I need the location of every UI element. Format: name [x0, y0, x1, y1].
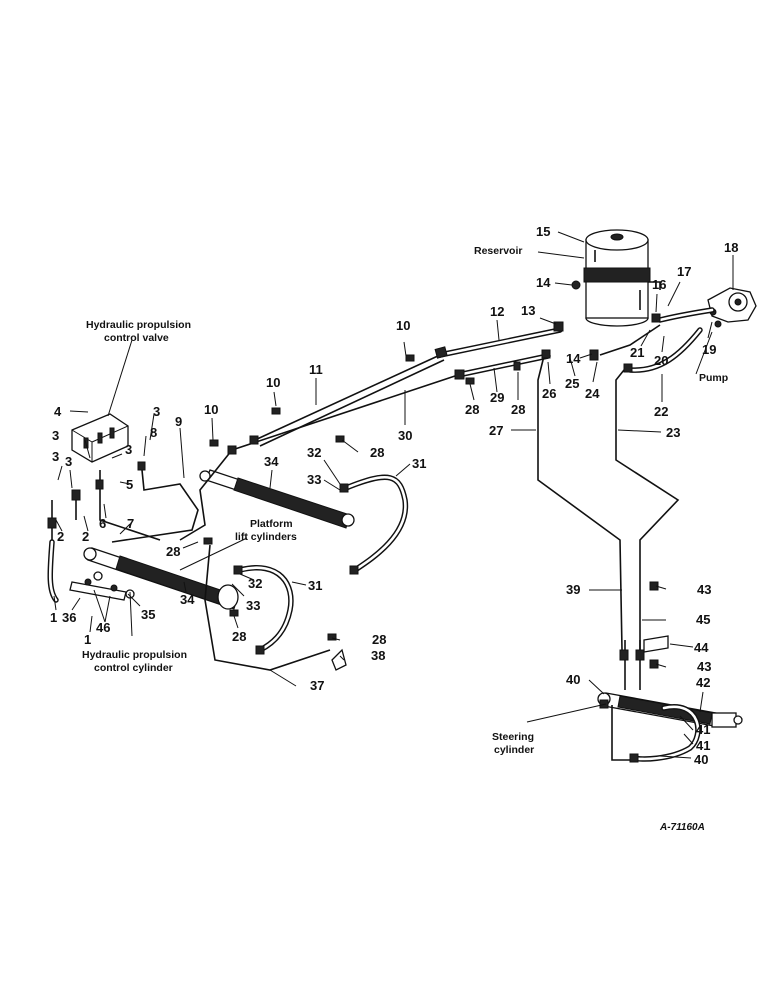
callout: 28 — [166, 544, 180, 559]
callout: 43 — [697, 582, 711, 597]
callout: 10 — [266, 375, 280, 390]
callout: 28 — [372, 632, 386, 647]
caption-steering-1: Steering — [492, 731, 534, 743]
callout: 19 — [702, 342, 716, 357]
callout: 10 — [396, 318, 410, 333]
caption-platform-2: lift cylinders — [235, 531, 297, 543]
callout: 12 — [490, 304, 504, 319]
callout: 16 — [652, 277, 666, 292]
callout: 11 — [309, 362, 323, 377]
callout: 31 — [412, 456, 426, 471]
fittings — [47, 280, 669, 763]
callout: 25 — [565, 376, 579, 391]
callout: 3 — [52, 449, 59, 464]
callout: 39 — [566, 582, 580, 597]
callout: 41 — [696, 738, 710, 753]
caption-control-valve-2: control valve — [104, 332, 169, 344]
callout: 3 — [65, 454, 72, 469]
callout: 21 — [630, 345, 644, 360]
callout: 35 — [141, 607, 155, 622]
tubes — [51, 324, 680, 761]
callout: 23 — [666, 425, 680, 440]
steering-cylinder — [597, 692, 743, 728]
callout: 13 — [521, 303, 535, 318]
callout: 1 — [84, 632, 91, 647]
callout: 46 — [96, 620, 110, 635]
caption-control-cylinder-2: control cylinder — [94, 662, 173, 674]
callout: 36 — [62, 610, 76, 625]
callout: 31 — [308, 578, 322, 593]
captions: Reservoir Pump Hydraulic propulsion cont… — [82, 245, 728, 833]
callout: 28 — [232, 629, 246, 644]
callout: 17 — [677, 264, 691, 279]
callout: 28 — [370, 445, 384, 460]
callout: 34 — [264, 454, 279, 469]
callout: 1 — [50, 610, 57, 625]
callout: 33 — [246, 598, 260, 613]
platform-lift-cylinder-lower — [83, 547, 239, 610]
callout: 3 — [125, 442, 132, 457]
callout: 40 — [566, 672, 580, 687]
callout: 10 — [204, 402, 218, 417]
leader-lines — [53, 231, 734, 759]
callout: 20 — [654, 353, 668, 368]
callout: 22 — [654, 404, 668, 419]
callout: 32 — [307, 445, 321, 460]
callout: 29 — [490, 390, 504, 405]
callout: 3 — [153, 404, 160, 419]
callout: 27 — [489, 423, 503, 438]
platform-lift-cylinder-upper — [199, 469, 355, 529]
callout: 26 — [542, 386, 556, 401]
caption-steering-2: cylinder — [494, 744, 534, 756]
callout: 8 — [150, 425, 157, 440]
callout: 18 — [724, 240, 738, 255]
callout: 28 — [465, 402, 479, 417]
callout: 5 — [126, 477, 133, 492]
callout: 33 — [307, 472, 321, 487]
callout: 45 — [696, 612, 710, 627]
callout: 42 — [696, 675, 710, 690]
callout: 41 — [696, 722, 710, 737]
callout: 40 — [694, 752, 708, 767]
callout: 2 — [82, 529, 89, 544]
callout: 14 — [536, 275, 551, 290]
callout: 30 — [398, 428, 412, 443]
callout: 9 — [175, 414, 182, 429]
pump — [707, 287, 757, 328]
callout: 37 — [310, 678, 324, 693]
callout: 24 — [585, 386, 600, 401]
drawing-reference: A-71160A — [659, 822, 705, 833]
callout-numbers: 15 18 14 17 16 12 13 10 21 19 20 14 25 2… — [50, 224, 738, 767]
reservoir — [583, 229, 661, 327]
callout: 6 — [99, 516, 106, 531]
callout: 4 — [54, 404, 62, 419]
caption-reservoir: Reservoir — [474, 245, 522, 257]
callout: 15 — [536, 224, 550, 239]
callout: 28 — [511, 402, 525, 417]
caption-platform-1: Platform — [250, 518, 293, 530]
callout: 3 — [52, 428, 59, 443]
callout: 7 — [127, 516, 134, 531]
caption-pump: Pump — [699, 372, 728, 384]
caption-control-cylinder-1: Hydraulic propulsion — [82, 649, 187, 661]
callout: 2 — [57, 529, 64, 544]
callout: 38 — [371, 648, 385, 663]
caption-control-valve-1: Hydraulic propulsion — [86, 319, 191, 331]
callout: 34 — [180, 592, 195, 607]
callout: 43 — [697, 659, 711, 674]
callout: 32 — [248, 576, 262, 591]
callout: 44 — [694, 640, 709, 655]
callout: 14 — [566, 351, 581, 366]
propulsion-control-cylinder — [69, 571, 135, 601]
